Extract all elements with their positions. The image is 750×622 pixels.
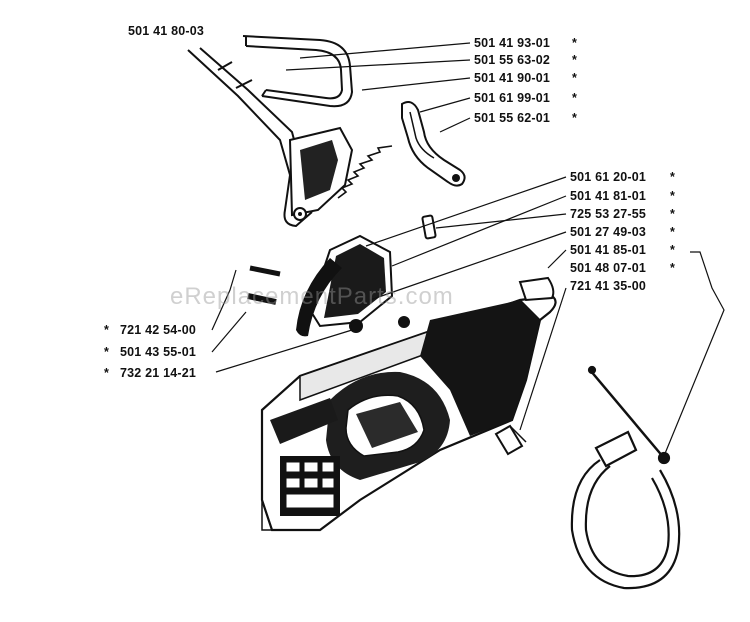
marker-right-4: * xyxy=(572,91,577,105)
part-label-right-10[interactable]: 501 41 85-01 xyxy=(570,243,647,257)
part-label-right-2[interactable]: 501 55 63-02 xyxy=(474,53,551,67)
part-label-left-2[interactable]: 501 43 55-01 xyxy=(120,345,197,359)
marker-right-9: * xyxy=(670,225,675,239)
part-label-right-3[interactable]: 501 41 90-01 xyxy=(474,71,551,85)
marker-right-5: * xyxy=(572,111,577,125)
brake-band xyxy=(570,365,681,590)
marker-right-10: * xyxy=(670,243,675,257)
watermark: eReplacementParts.com xyxy=(170,283,454,310)
guard-plate xyxy=(296,234,394,337)
clutch-cover xyxy=(260,276,557,532)
brake-lever xyxy=(401,101,466,187)
part-label-right-12[interactable]: 721 41 35-00 xyxy=(570,279,647,293)
part-label-left-1[interactable]: 721 42 54-00 xyxy=(120,323,197,337)
marker-right-11: * xyxy=(670,261,675,275)
marker-right-8: * xyxy=(670,207,675,221)
part-label-right-5[interactable]: 501 55 62-01 xyxy=(474,111,551,125)
leader-lines xyxy=(211,42,725,457)
part-label-right-1[interactable]: 501 41 93-01 xyxy=(474,36,551,50)
part-label-right-7[interactable]: 501 41 81-01 xyxy=(570,189,647,203)
marker-right-6: * xyxy=(670,170,675,184)
part-label-top[interactable]: 501 41 80-03 xyxy=(128,24,205,38)
part-label-right-4[interactable]: 501 61 99-01 xyxy=(474,91,551,105)
screws xyxy=(247,214,437,333)
marker-right-1: * xyxy=(572,36,577,50)
marker-left-2: * xyxy=(104,345,109,359)
marker-right-3: * xyxy=(572,71,577,85)
spring xyxy=(337,145,393,199)
marker-left-1: * xyxy=(104,323,109,337)
marker-left-3: * xyxy=(104,366,109,380)
part-label-right-9[interactable]: 501 27 49-03 xyxy=(570,225,647,239)
part-label-right-6[interactable]: 501 61 20-01 xyxy=(570,170,647,184)
part-label-right-11[interactable]: 501 48 07-01 xyxy=(570,261,647,275)
marker-right-2: * xyxy=(572,53,577,67)
part-label-right-8[interactable]: 725 53 27-55 xyxy=(570,207,647,221)
brake-bracket xyxy=(288,126,354,221)
part-label-left-3[interactable]: 732 21 14-21 xyxy=(120,366,197,380)
adjuster-nut xyxy=(494,424,527,456)
front-handle-guard xyxy=(242,35,354,108)
marker-right-7: * xyxy=(670,189,675,203)
